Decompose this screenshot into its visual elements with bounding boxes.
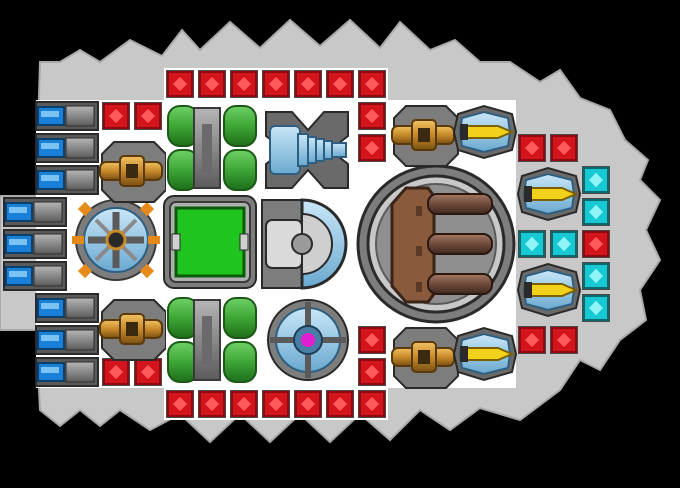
armor-block[interactable] bbox=[358, 102, 386, 130]
laser-emitter-module[interactable] bbox=[265, 111, 349, 189]
shield-block[interactable] bbox=[582, 294, 610, 322]
armor-block[interactable] bbox=[134, 358, 162, 386]
armor-block[interactable] bbox=[358, 326, 386, 354]
armor-block[interactable] bbox=[294, 390, 322, 418]
thruster-block[interactable] bbox=[3, 197, 67, 227]
thruster-block[interactable] bbox=[35, 165, 99, 195]
thruster-block[interactable] bbox=[35, 101, 99, 131]
shield-layer bbox=[518, 166, 610, 322]
armor-block[interactable] bbox=[102, 102, 130, 130]
armor-block[interactable] bbox=[198, 70, 226, 98]
armor-block[interactable] bbox=[262, 390, 290, 418]
main-cannon-turret[interactable] bbox=[356, 164, 516, 324]
armor-block[interactable] bbox=[198, 390, 226, 418]
armor-block[interactable] bbox=[582, 230, 610, 258]
missile-launcher[interactable] bbox=[452, 326, 518, 382]
missile-launcher[interactable] bbox=[452, 104, 518, 160]
armor-block[interactable] bbox=[326, 390, 354, 418]
armor-block[interactable] bbox=[550, 134, 578, 162]
fuel-tank-bottom[interactable] bbox=[166, 294, 258, 386]
dome-mount-module[interactable] bbox=[261, 198, 348, 290]
cockpit-module[interactable] bbox=[163, 195, 257, 289]
turret-left-top[interactable] bbox=[99, 141, 167, 203]
armor-block[interactable] bbox=[358, 70, 386, 98]
armor-block[interactable] bbox=[230, 390, 258, 418]
armor-block[interactable] bbox=[326, 70, 354, 98]
reactor-core-module[interactable] bbox=[267, 299, 349, 381]
shield-block[interactable] bbox=[582, 262, 610, 290]
brass-turret[interactable] bbox=[391, 327, 459, 389]
thruster-block[interactable] bbox=[3, 229, 67, 259]
armor-block[interactable] bbox=[102, 358, 130, 386]
armor-block[interactable] bbox=[358, 358, 386, 386]
missile-layer bbox=[452, 104, 582, 382]
missile-launcher[interactable] bbox=[516, 262, 582, 318]
fuel-tank-top[interactable] bbox=[166, 102, 258, 194]
thruster-layer bbox=[3, 101, 99, 387]
brass-turret[interactable] bbox=[391, 105, 459, 167]
armor-layer bbox=[102, 70, 610, 418]
thruster-block[interactable] bbox=[35, 133, 99, 163]
armor-block[interactable] bbox=[358, 134, 386, 162]
armor-block[interactable] bbox=[230, 70, 258, 98]
missile-launcher[interactable] bbox=[516, 166, 582, 222]
armor-block[interactable] bbox=[262, 70, 290, 98]
armor-block[interactable] bbox=[166, 390, 194, 418]
armor-block[interactable] bbox=[518, 134, 546, 162]
turret-left-bottom[interactable] bbox=[99, 299, 167, 361]
turret-layer bbox=[391, 105, 459, 389]
shield-block[interactable] bbox=[518, 230, 546, 258]
armor-block[interactable] bbox=[294, 70, 322, 98]
armor-block[interactable] bbox=[518, 326, 546, 354]
thruster-block[interactable] bbox=[35, 325, 99, 355]
armor-block[interactable] bbox=[166, 70, 194, 98]
armor-block[interactable] bbox=[550, 326, 578, 354]
thruster-block[interactable] bbox=[35, 357, 99, 387]
armor-block[interactable] bbox=[358, 390, 386, 418]
shield-block[interactable] bbox=[582, 198, 610, 226]
thruster-block[interactable] bbox=[35, 293, 99, 323]
shield-block[interactable] bbox=[550, 230, 578, 258]
thruster-block[interactable] bbox=[3, 261, 67, 291]
armor-block[interactable] bbox=[134, 102, 162, 130]
shield-block[interactable] bbox=[582, 166, 610, 194]
gyroscope-module[interactable] bbox=[72, 198, 160, 282]
